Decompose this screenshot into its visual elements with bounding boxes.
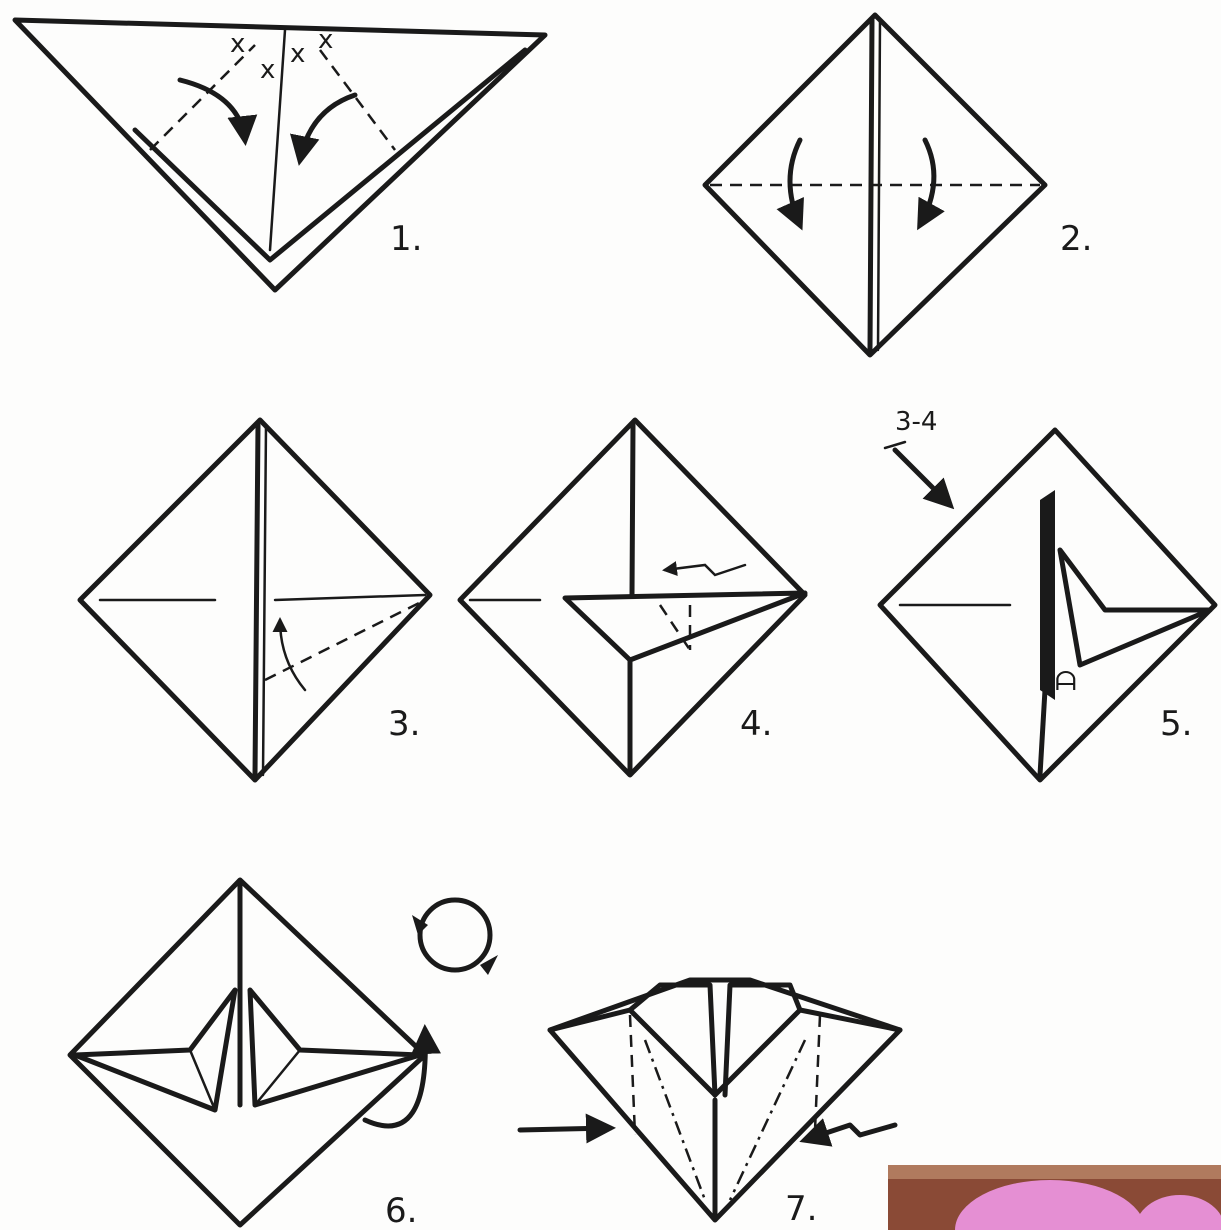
step-6-figure: 6. (70, 880, 498, 1230)
step-4-figure: 4. (460, 420, 805, 775)
svg-text:x: x (230, 29, 245, 59)
step-5-figure: ᗩ 3-4 5. (880, 407, 1215, 780)
step-1-figure: x x x x 1. (15, 20, 545, 290)
step-1-number: 1. (390, 219, 422, 259)
step-7-number: 7. (785, 1189, 817, 1229)
svg-text:x: x (318, 25, 333, 55)
svg-text:x: x (260, 55, 275, 85)
svg-text:ᗩ: ᗩ (1055, 667, 1077, 697)
step-3-figure: 3. (80, 420, 430, 780)
step-2-number: 2. (1060, 219, 1092, 259)
photo-corner (888, 1165, 1221, 1230)
svg-text:x: x (290, 39, 305, 69)
step-6-number: 6. (385, 1191, 417, 1230)
step-7-figure: 7. (520, 980, 900, 1229)
step-3-number: 3. (388, 704, 420, 744)
step-4-number: 4. (740, 704, 772, 744)
step-2-figure: 2. (705, 15, 1092, 355)
step-5-sequence-label: 3-4 (895, 407, 937, 437)
step-5-number: 5. (1160, 704, 1192, 744)
